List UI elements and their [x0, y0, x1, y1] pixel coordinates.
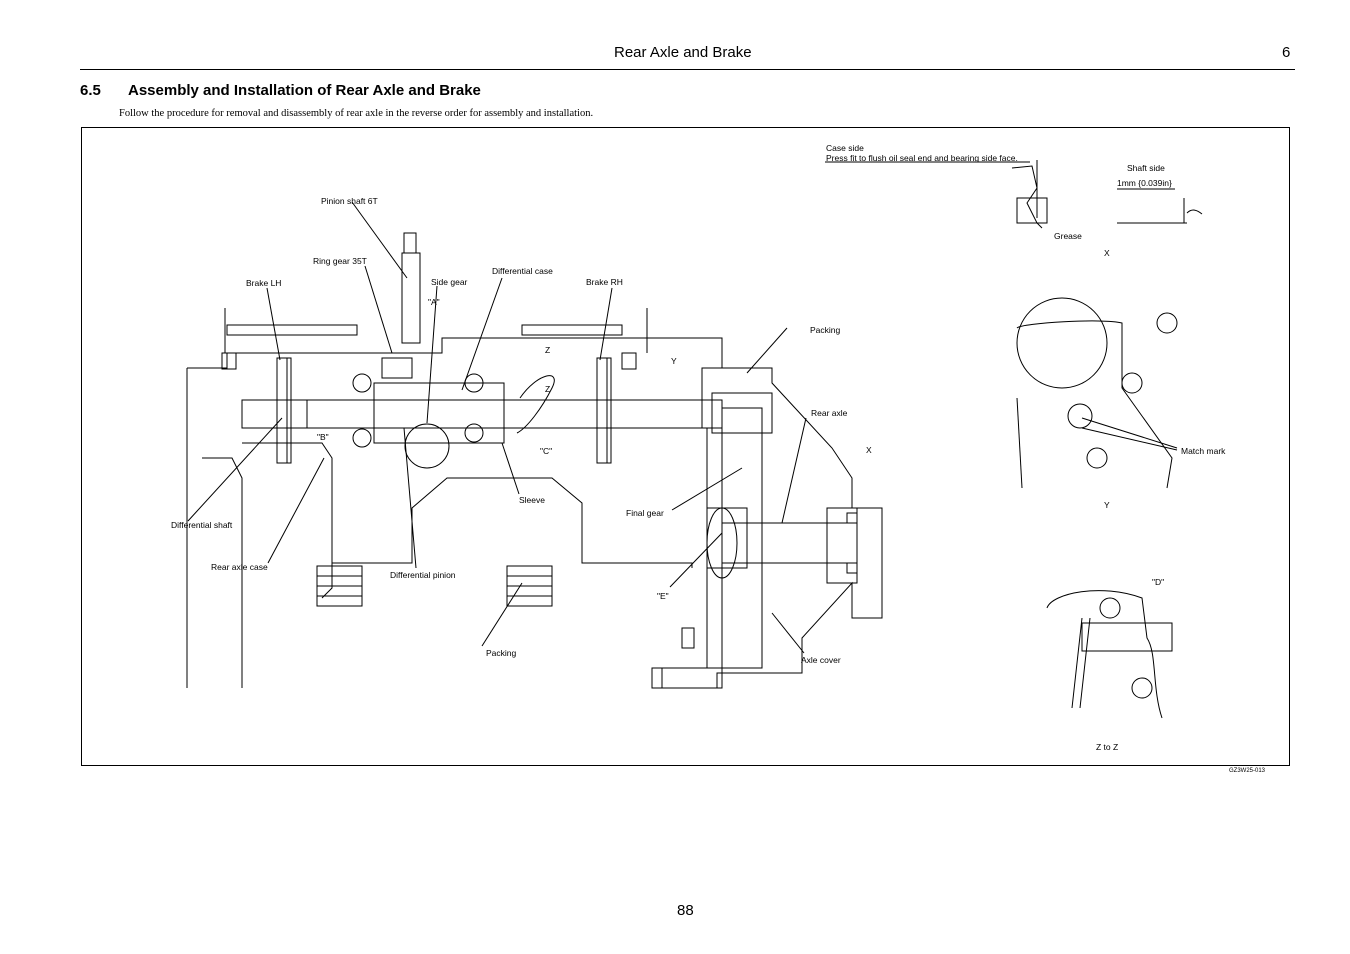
label-1mm: 1mm {0.039in} — [1117, 178, 1172, 188]
label-view-y: Y — [1104, 500, 1110, 510]
label-press-fit: Press fit to flush oil seal end and bear… — [826, 153, 1018, 163]
label-ring-gear: Ring gear 35T — [313, 256, 367, 266]
assembly-drawing — [186, 160, 1203, 719]
intro-text: Follow the procedure for removal and dis… — [119, 108, 594, 119]
label-z-to-z: Z to Z — [1096, 742, 1119, 752]
label-brake-rh: Brake RH — [586, 277, 623, 287]
label-a: "A" — [428, 297, 440, 307]
label-b: "B" — [317, 432, 329, 442]
label-pinion-shaft: Pinion shaft 6T — [321, 196, 378, 206]
assembly-figure: Pinion shaft 6T Ring gear 35T Side gear … — [81, 127, 1290, 766]
label-x: X — [866, 445, 872, 455]
label-c: "C" — [540, 446, 553, 456]
chapter-number: 6 — [1282, 44, 1291, 61]
label-case-side: Case side — [826, 143, 864, 153]
label-d: "D" — [1152, 577, 1165, 587]
label-rear-axle-case: Rear axle case — [211, 562, 268, 572]
label-differential-shaft: Differential shaft — [171, 520, 233, 530]
page-number: 88 — [677, 902, 694, 919]
header-title: Rear Axle and Brake — [614, 44, 752, 61]
label-rear-axle: Rear axle — [811, 408, 848, 418]
label-y: Y — [671, 356, 677, 366]
section-heading: 6.5 Assembly and Installation of Rear Axl… — [80, 82, 481, 99]
label-final-gear: Final gear — [626, 508, 664, 518]
label-match-mark: Match mark — [1181, 446, 1226, 456]
label-packing-top: Packing — [810, 325, 841, 335]
section-title: Assembly and Installation of Rear Axle a… — [128, 82, 481, 99]
label-z-1: Z — [545, 345, 551, 355]
section-number: 6.5 — [80, 82, 101, 99]
label-packing-bottom: Packing — [486, 648, 517, 658]
label-brake-lh: Brake LH — [246, 278, 282, 288]
label-differential-case: Differential case — [492, 266, 553, 276]
header-rule — [80, 69, 1295, 70]
label-sleeve: Sleeve — [519, 495, 545, 505]
label-grease: Grease — [1054, 231, 1082, 241]
label-differential-pinion: Differential pinion — [390, 570, 456, 580]
label-view-x: X — [1104, 248, 1110, 258]
label-z-2: Z — [545, 384, 551, 394]
label-side-gear: Side gear — [431, 277, 468, 287]
label-shaft-side: Shaft side — [1127, 163, 1165, 173]
label-axle-cover: Axle cover — [801, 655, 841, 665]
figure-code: GZ3W25-013 — [1229, 768, 1266, 774]
label-e: "E" — [657, 591, 669, 601]
